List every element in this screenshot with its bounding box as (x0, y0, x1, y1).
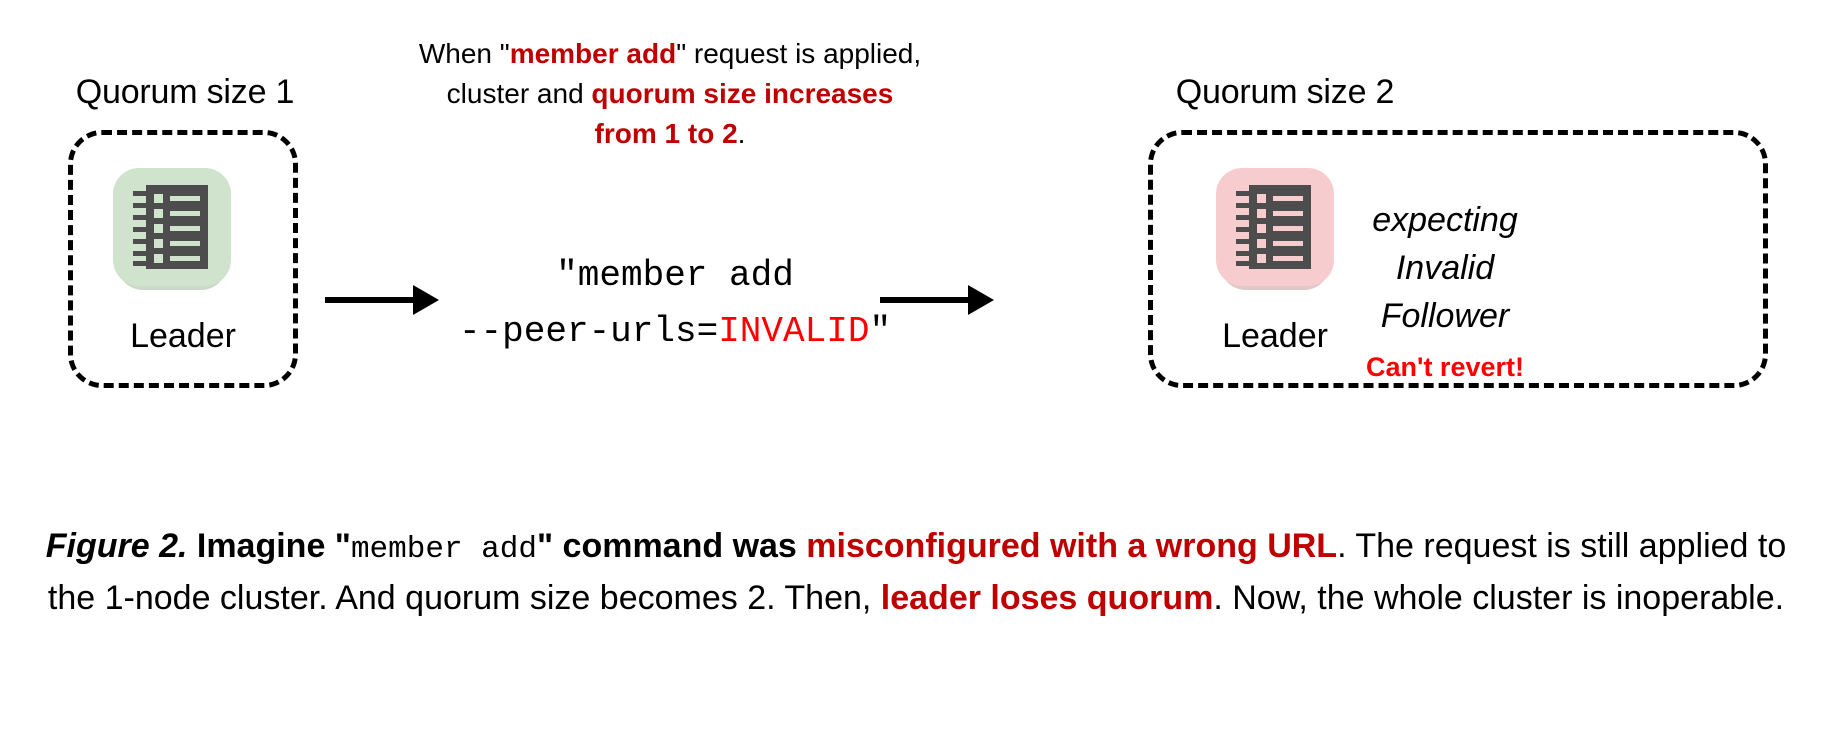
figure-caption: Figure 2. Imagine "member add" command w… (40, 522, 1792, 622)
caption-seg-3: . The request is still applied to the 1-… (47, 527, 1787, 617)
left-cluster-box (68, 130, 298, 388)
right-leader-node (1216, 168, 1334, 290)
top-annotation: When "member add" request is applied, cl… (360, 34, 980, 154)
caption-command: member add (350, 532, 537, 567)
status-line-3: Follower (1380, 297, 1510, 335)
caption-emphasis-1: misconfigured with a wrong URL (806, 527, 1338, 565)
status-line-2: Invalid (1395, 249, 1495, 287)
left-leader-node (113, 168, 231, 290)
top-note-l3-emphasis: from 1 to 2 (594, 118, 738, 149)
left-node-plate (113, 168, 231, 286)
top-annotation-line-1: When "member add" request is applied, (360, 34, 980, 74)
top-note-l2-emphasis: quorum size increases (591, 78, 894, 109)
right-node-label: Leader (1222, 317, 1328, 355)
command-line-1: "member add (556, 255, 794, 296)
top-note-l1-part2: " request is applied, (676, 38, 922, 69)
right-node-plate (1216, 168, 1334, 286)
command-close-quote: " (869, 311, 892, 352)
server-rack-icon (1236, 185, 1311, 269)
top-annotation-line-2: cluster and quorum size increases (360, 74, 980, 114)
top-note-l3-part2: . (737, 118, 746, 149)
server-rack-icon (133, 185, 208, 269)
top-note-l2-part1: cluster and (446, 78, 592, 109)
status-line-1: expecting (1372, 201, 1518, 239)
top-note-l1-part1: When " (418, 38, 510, 69)
top-annotation-line-3: from 1 to 2. (360, 114, 980, 154)
command-text: "member add --peer-urls=INVALID" (450, 248, 900, 360)
caption-seg-1: Imagine " (187, 527, 351, 565)
cant-revert-warning: Can't revert! (1366, 352, 1524, 382)
right-cluster-title: Quorum size 2 (1175, 73, 1395, 111)
caption-label: Figure 2. (45, 527, 188, 565)
top-note-l1-emphasis: member add (509, 38, 677, 69)
caption-seg-2: " command was (536, 527, 807, 565)
command-invalid-value: INVALID (718, 311, 870, 352)
right-cluster-box (1148, 130, 1768, 388)
command-flag: --peer-urls= (458, 311, 719, 352)
left-cluster-title: Quorum size 1 (75, 73, 295, 111)
caption-seg-4: . Now, the whole cluster is inoperable. (1213, 579, 1785, 617)
command-line-2: --peer-urls=INVALID" (450, 304, 900, 360)
caption-emphasis-2: leader loses quorum (880, 579, 1214, 617)
left-node-label: Leader (130, 317, 236, 355)
expected-follower-status: expecting Invalid Follower (1330, 196, 1560, 340)
